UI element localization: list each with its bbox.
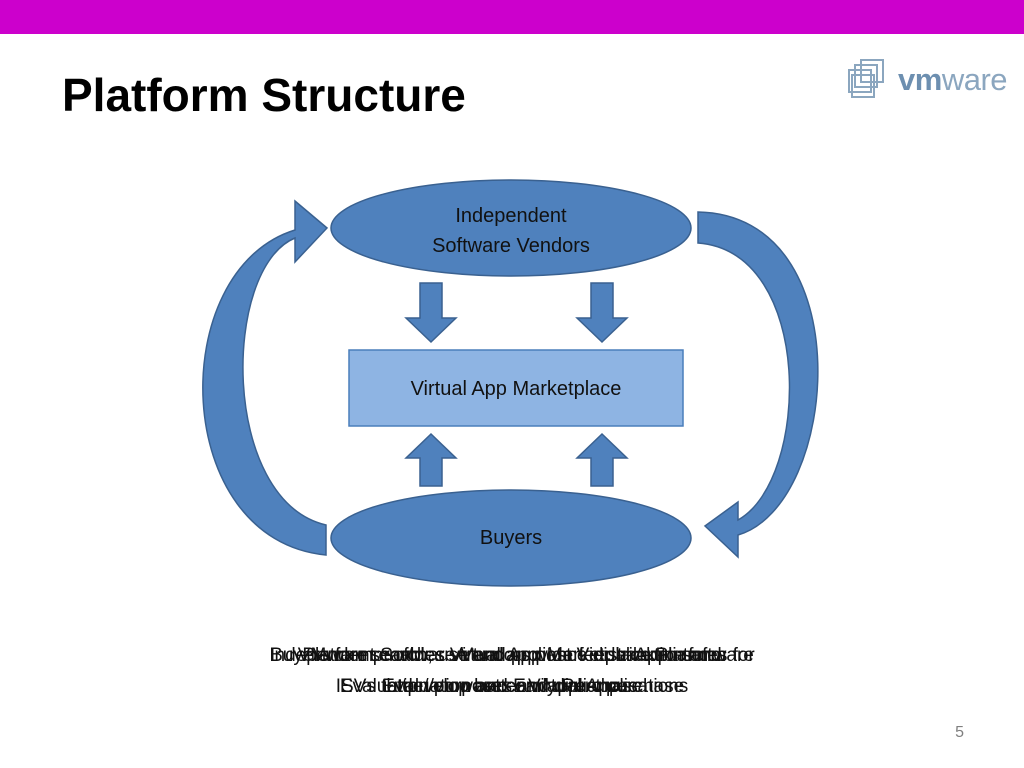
caption-line1-c: Platform enables virtual appliance distr… xyxy=(302,645,722,666)
caption-line-2: Evaluation purposes and direct purchase … xyxy=(210,671,814,702)
vendors-label: Independent Software Vendors xyxy=(381,201,641,261)
marketplace-label: Virtual App Marketplace xyxy=(410,378,622,400)
down-arrow-right xyxy=(575,282,629,344)
overlapping-caption: Independent Software Vendors post Virtua… xyxy=(210,640,814,702)
vendors-label-line2: Software Vendors xyxy=(432,235,590,257)
up-arrow-right xyxy=(575,432,629,487)
buyers-ellipse xyxy=(330,489,692,587)
caption-line-1: Independent Software Vendors post Virtua… xyxy=(210,640,814,671)
vmware-logo: vmware xyxy=(846,58,1014,104)
caption-line2-a: Evaluation purposes and direct purchase xyxy=(339,676,685,697)
caption-line2-d: Evaluation and Early Purchase xyxy=(382,676,642,697)
up-arrow-left xyxy=(404,432,458,487)
slide-title: Platform Structure xyxy=(62,69,466,121)
vendors-label-line1: Independent xyxy=(455,205,567,227)
left-cycle-arrow xyxy=(202,199,329,556)
down-arrow-left xyxy=(404,282,458,344)
top-accent-bar xyxy=(0,0,1024,34)
caption-line2-c: http://vmware.com/appliances xyxy=(386,676,638,697)
caption-line1-a: Independent Software Vendors post Virtua… xyxy=(269,645,755,666)
caption-line1-d: VMware provides Virtual App Marketplace … xyxy=(297,645,727,666)
caption-line2-b: ISVs to develop better Virtual Applicati… xyxy=(335,676,689,697)
buyers-label: Buyers xyxy=(479,527,543,549)
slide-number: 5 xyxy=(955,724,964,741)
marketplace-box xyxy=(348,349,684,427)
vendors-ellipse xyxy=(330,179,692,277)
caption-line1-b: Buyers can search, use and provide feedb… xyxy=(270,645,754,666)
logo-wordmark: vmware xyxy=(898,62,1008,97)
right-cycle-arrow xyxy=(697,211,819,559)
logo-squares-icon xyxy=(848,59,884,98)
